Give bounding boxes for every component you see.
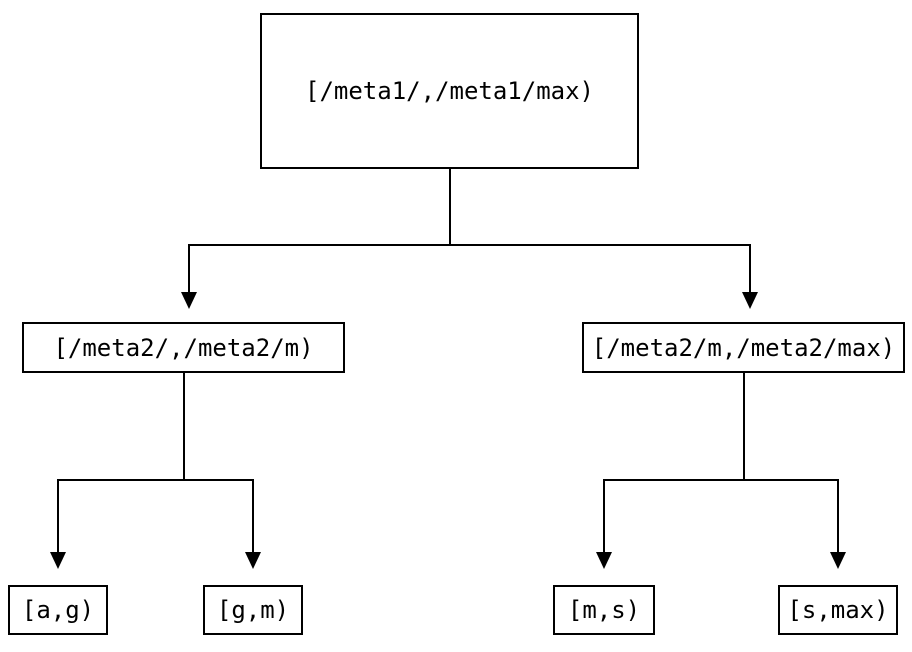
- arrowhead-left2: [181, 292, 197, 309]
- node-leaf-ag: [a,g): [8, 585, 108, 635]
- node-leaf-ms-label: [m,s): [567, 596, 641, 624]
- node-meta2-right-label: [/meta2/m,/meta2/max): [591, 333, 896, 362]
- node-leaf-gm: [g,m): [203, 585, 303, 635]
- node-meta2-left-label: [/meta2/,/meta2/m): [53, 333, 314, 362]
- arrowhead-smax: [830, 552, 846, 569]
- node-leaf-gm-label: [g,m): [216, 596, 290, 624]
- node-leaf-smax: [s,max): [778, 585, 898, 635]
- node-root: [/meta1/,/meta1/max): [260, 13, 639, 169]
- node-leaf-ag-label: [a,g): [21, 596, 95, 624]
- arrowhead-ms: [596, 552, 612, 569]
- node-root-label: [/meta1/,/meta1/max): [305, 77, 594, 105]
- arrowhead-gm: [245, 552, 261, 569]
- arrowhead-ag: [50, 552, 66, 569]
- node-meta2-right: [/meta2/m,/meta2/max): [582, 322, 905, 373]
- node-meta2-left: [/meta2/,/meta2/m): [22, 322, 345, 373]
- node-leaf-smax-label: [s,max): [787, 596, 889, 624]
- node-leaf-ms: [m,s): [553, 585, 655, 635]
- arrowhead-right2: [742, 292, 758, 309]
